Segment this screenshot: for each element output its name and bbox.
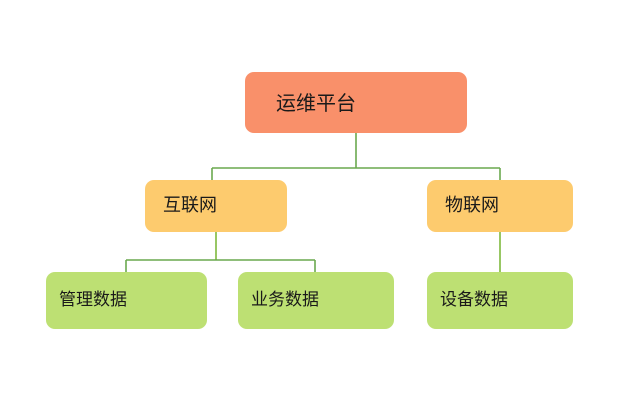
node-label-device-data: 设备数据 (440, 290, 508, 310)
node-management-data[interactable]: 管理数据 (46, 272, 207, 329)
node-label-management-data: 管理数据 (59, 290, 127, 310)
node-iot[interactable]: 物联网 (427, 180, 573, 232)
node-device-data[interactable]: 设备数据 (427, 272, 573, 329)
node-root-ops-platform[interactable]: 运维平台 (245, 72, 467, 133)
node-label-iot: 物联网 (445, 195, 499, 216)
node-business-data[interactable]: 业务数据 (238, 272, 394, 329)
node-label-internet: 互联网 (163, 195, 217, 216)
node-label-business-data: 业务数据 (251, 290, 319, 310)
node-internet[interactable]: 互联网 (145, 180, 287, 232)
node-label-root: 运维平台 (276, 90, 356, 115)
